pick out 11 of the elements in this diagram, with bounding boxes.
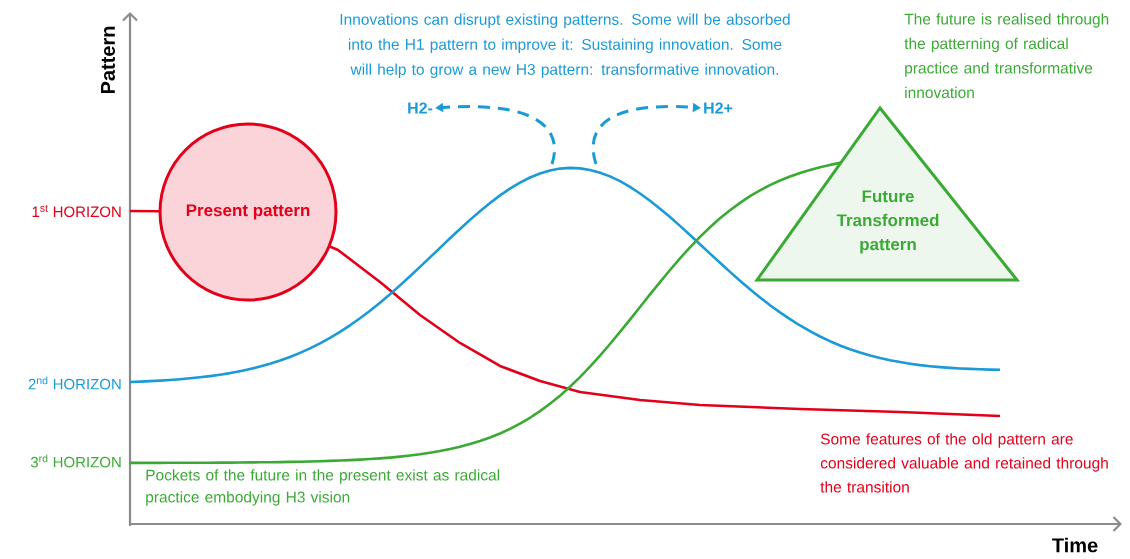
annotation-text: Some features of the old pattern are considered valuable and retained through the transition (820, 433, 1108, 493)
annotation-text: Innovations can disrupt existing patterns. Some will be absorbed into the H1 pattern to improve it: Sustaining innovation. Some will help to grow a new H3 pattern: transformative innovation. (340, 13, 790, 78)
axis-label: Time (1052, 537, 1098, 553)
horizon-label: 1$^{st}$ HORIZON (32, 204, 121, 218)
axis-label: Pattern (101, 26, 115, 94)
horizon-label: 2$^{nd}$ HORIZON (28, 376, 121, 390)
horizon-label: 3$^{rd}$ HORIZON (30, 454, 121, 468)
annotation-text: The future is realised through the patterning of radical practice and transformative innovation (904, 13, 1109, 99)
direction-label: H2- (408, 102, 433, 114)
direction-label: H2+ (704, 102, 733, 114)
annotation-text: Pockets of the future in the present exist as radical practice embodying H3 vision (146, 469, 500, 506)
